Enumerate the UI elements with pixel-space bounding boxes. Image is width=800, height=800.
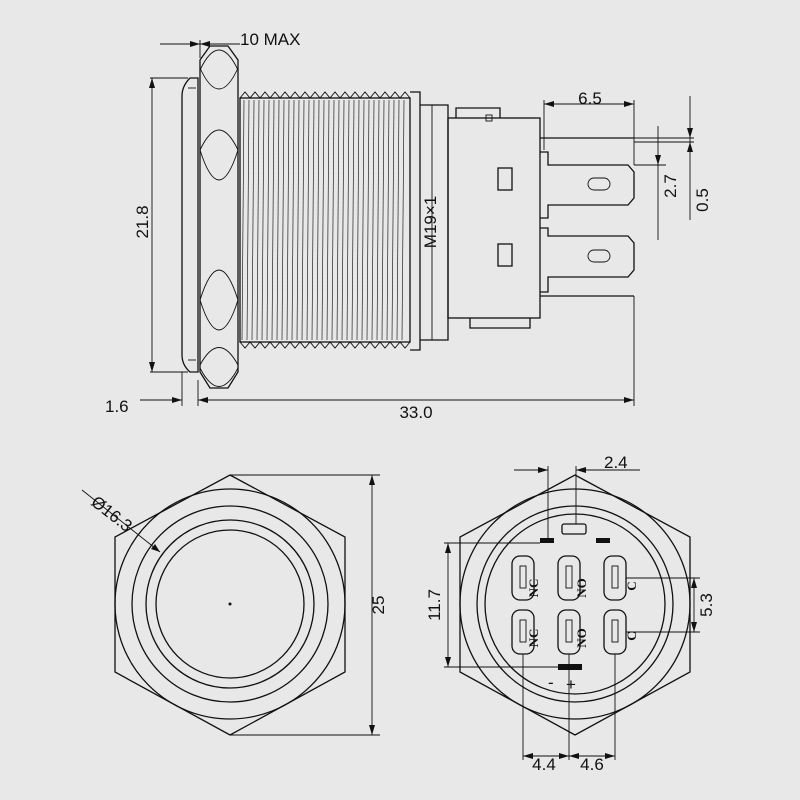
thread-line xyxy=(266,99,270,341)
hex-outline-rear xyxy=(459,474,691,736)
thread-line xyxy=(381,99,385,341)
thread-line xyxy=(291,99,295,341)
thread-line xyxy=(351,99,355,341)
polarity-minus: - xyxy=(548,673,554,692)
dim-total-length: 33.0 xyxy=(399,403,432,422)
dim-pitch-right: 4.6 xyxy=(580,755,604,774)
switch-housing xyxy=(447,117,541,319)
rear-view: NC NO C NC NO C - + 2.4 11.7 5.3 xyxy=(425,453,716,774)
thread-line xyxy=(321,99,325,341)
dim-flange: 1.6 xyxy=(105,397,129,416)
thread-line xyxy=(396,99,400,341)
thread-line xyxy=(336,99,340,341)
dim-terminal-thickness: 0.5 xyxy=(693,188,712,212)
thread-line xyxy=(296,99,300,341)
bezel-outline xyxy=(181,77,199,373)
threaded-body xyxy=(239,97,411,343)
thread-line xyxy=(246,99,250,341)
thread-line xyxy=(356,99,360,341)
terminal-lower xyxy=(540,227,635,293)
thread-line xyxy=(376,99,380,341)
label-top-nc: NC xyxy=(526,579,541,598)
terminal-upper xyxy=(540,151,635,219)
thread-line xyxy=(386,99,390,341)
thread-line xyxy=(371,99,375,341)
dim-top-spacing: 2.4 xyxy=(604,453,628,472)
thread-line xyxy=(331,99,335,341)
thread-line xyxy=(271,99,275,341)
label-bottom-c: C xyxy=(624,631,639,640)
dim-diameter: Ø16.3 xyxy=(88,492,136,535)
thread-line xyxy=(261,99,265,341)
front-view: Ø16.3 25 xyxy=(81,474,388,736)
thread-line xyxy=(311,99,315,341)
thread-line xyxy=(346,99,350,341)
thread-line xyxy=(301,99,305,341)
thread-lines xyxy=(241,99,405,341)
hex-nut-side xyxy=(199,45,239,389)
dim-height-side: 21.8 xyxy=(133,205,152,238)
thread-line xyxy=(276,99,280,341)
label-top-no: NO xyxy=(574,578,589,598)
dim-hex: 25 xyxy=(369,596,388,615)
label-bottom-no: NO xyxy=(574,628,589,648)
dim-pin-spacing: 5.3 xyxy=(697,593,716,617)
dim-pitch-left: 4.4 xyxy=(532,755,556,774)
body-collar xyxy=(410,91,421,351)
thread-line xyxy=(366,99,370,341)
thread-line xyxy=(241,99,245,341)
pin-row-top xyxy=(511,555,627,601)
thread-line xyxy=(361,99,365,341)
dim-terminal: 6.5 xyxy=(578,89,602,108)
dim-bezel-max: 10 MAX xyxy=(240,30,300,49)
led-pin-bar xyxy=(558,664,582,670)
label-bottom-nc: NC xyxy=(526,629,541,648)
thread-line xyxy=(286,99,290,341)
label-top-c: C xyxy=(624,581,639,590)
side-view: 10 MAX 21.8 1.6 33.0 M19×1 6.5 xyxy=(105,30,712,422)
thread-line xyxy=(391,99,395,341)
thread-line xyxy=(316,99,320,341)
dim-terminal-width: 2.7 xyxy=(661,174,680,198)
thread-line xyxy=(281,99,285,341)
thread-line xyxy=(326,99,330,341)
thread-line xyxy=(256,99,260,341)
thread-line xyxy=(251,99,255,341)
thread-line xyxy=(401,99,405,341)
thread-label: M19×1 xyxy=(421,196,440,248)
thread-line xyxy=(341,99,345,341)
center-point xyxy=(228,602,232,606)
dim-rear-height: 11.7 xyxy=(425,589,444,621)
thread-line xyxy=(306,99,310,341)
polarity-plus: + xyxy=(566,675,576,694)
